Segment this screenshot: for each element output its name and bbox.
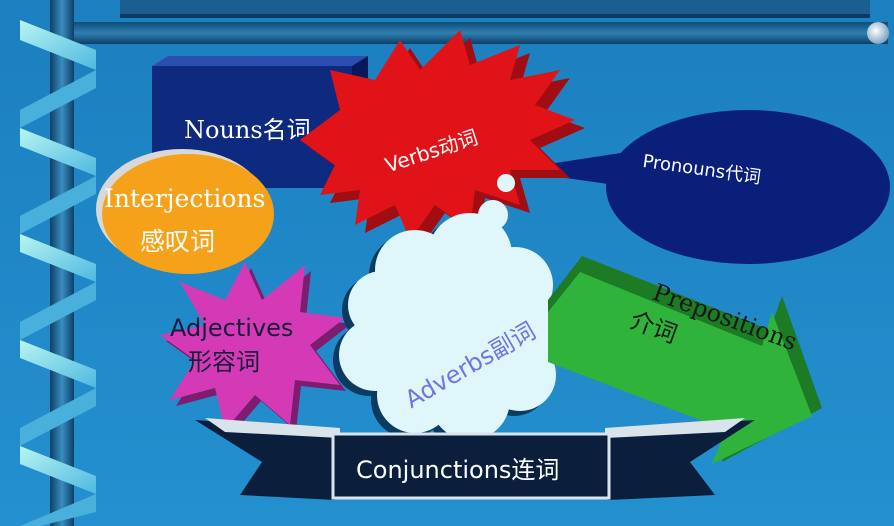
thought-bubble-small bbox=[497, 174, 515, 192]
conjunctions-banner: Conjunctions连词 bbox=[195, 418, 755, 500]
top-frame-panel bbox=[120, 0, 870, 16]
interjections-shape: Interjections 感叹词 bbox=[96, 149, 274, 274]
adjectives-label-zh: 形容词 bbox=[188, 348, 260, 376]
bar-knob-right bbox=[867, 22, 889, 44]
horizontal-bar bbox=[60, 22, 888, 44]
adjectives-star: Adjectives 形容词 bbox=[160, 262, 351, 436]
nouns-label: Nouns名词 bbox=[184, 116, 311, 144]
adjectives-label-en: Adjectives bbox=[170, 314, 293, 342]
verbs-starburst: Verbs动词 bbox=[300, 30, 585, 248]
adverbs-cloud: Adverbs副词 bbox=[333, 213, 574, 445]
conjunctions-label: Conjunctions连词 bbox=[356, 456, 559, 484]
interjections-label-en: Interjections bbox=[104, 184, 265, 213]
left-pillar bbox=[20, 0, 96, 526]
interjections-label-zh: 感叹词 bbox=[140, 227, 215, 256]
pronouns-shape: Pronouns代词 bbox=[510, 110, 890, 264]
